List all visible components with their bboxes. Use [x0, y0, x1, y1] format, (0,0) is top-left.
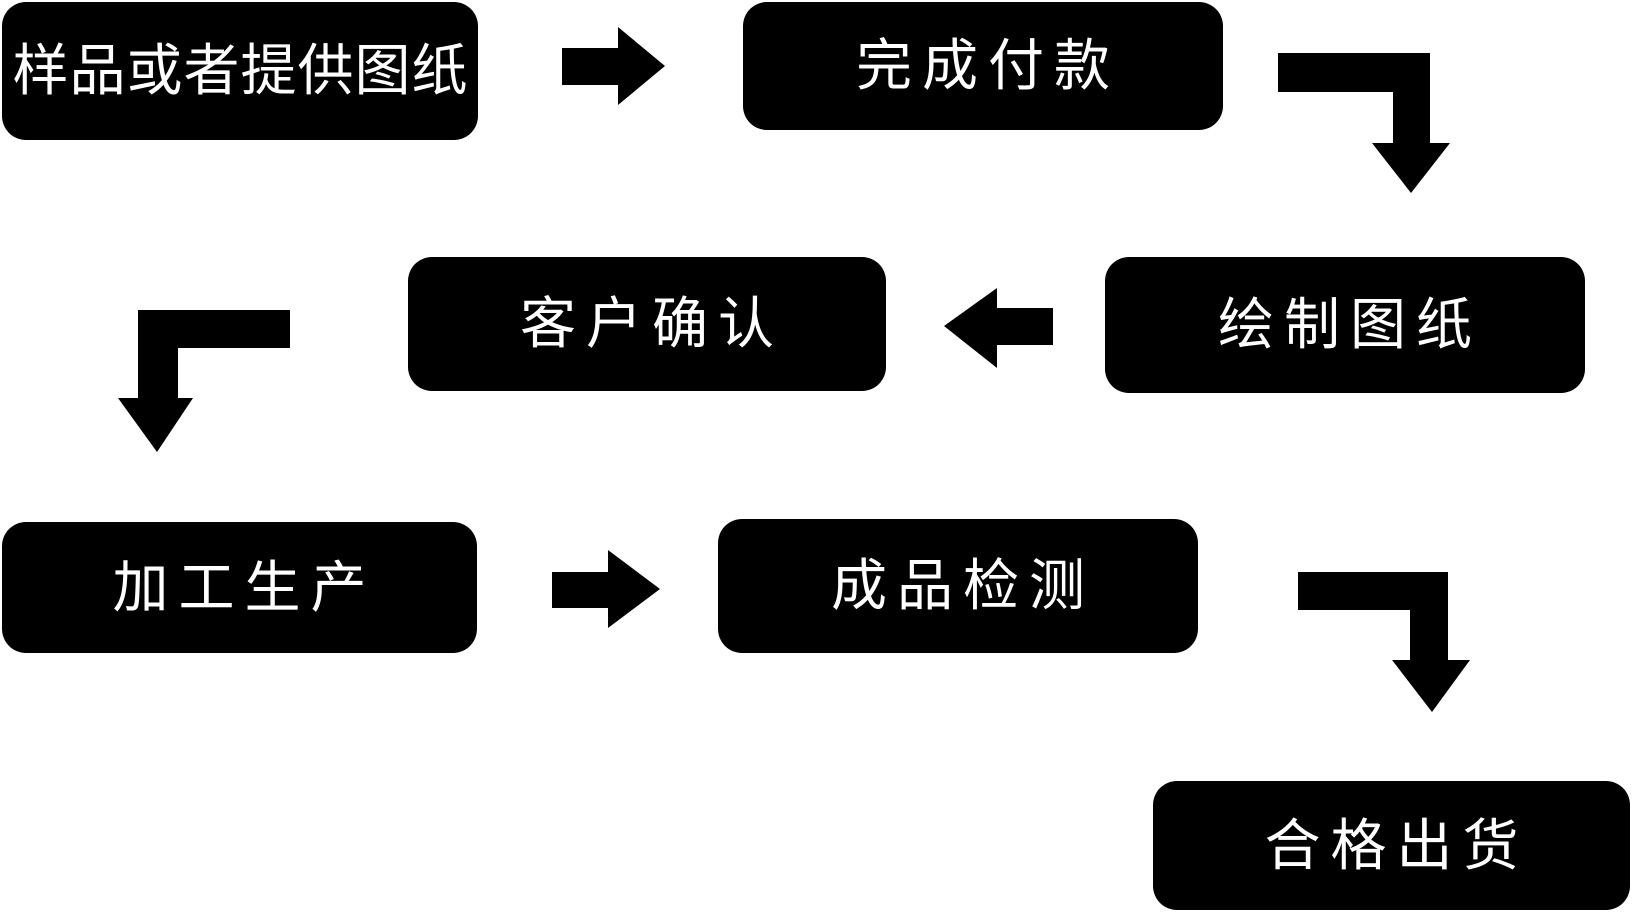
node-draw-drawings-label: 绘制图纸: [1218, 293, 1482, 356]
node-customer-confirm-label: 客户确认: [520, 292, 784, 355]
node-qualified-shipment-label: 合格出货: [1264, 813, 1529, 877]
left-arrow-icon: [944, 288, 1053, 368]
node-product-inspection: 成品检测: [718, 519, 1198, 653]
node-payment-complete: 完成付款: [743, 2, 1223, 130]
node-sample-or-drawing-label: 样品或者提供图纸: [12, 39, 469, 102]
node-customer-confirm: 客户确认: [408, 257, 886, 391]
elbow-down-right-arrow-icon: [1298, 572, 1470, 712]
node-draw-drawings: 绘制图纸: [1105, 257, 1585, 393]
right-arrow-icon: [562, 27, 665, 105]
node-sample-or-drawing: 样品或者提供图纸: [2, 2, 478, 140]
elbow-down-left-arrow-icon: [118, 310, 290, 452]
elbow-down-right-arrow-icon: [1278, 53, 1450, 193]
node-processing-production: 加工生产: [2, 522, 477, 653]
node-processing-production-label: 加工生产: [112, 555, 377, 619]
node-payment-complete-label: 完成付款: [856, 34, 1120, 97]
node-qualified-shipment: 合格出货: [1153, 781, 1630, 910]
node-product-inspection-label: 成品检测: [831, 554, 1095, 617]
right-arrow-icon: [552, 550, 660, 628]
